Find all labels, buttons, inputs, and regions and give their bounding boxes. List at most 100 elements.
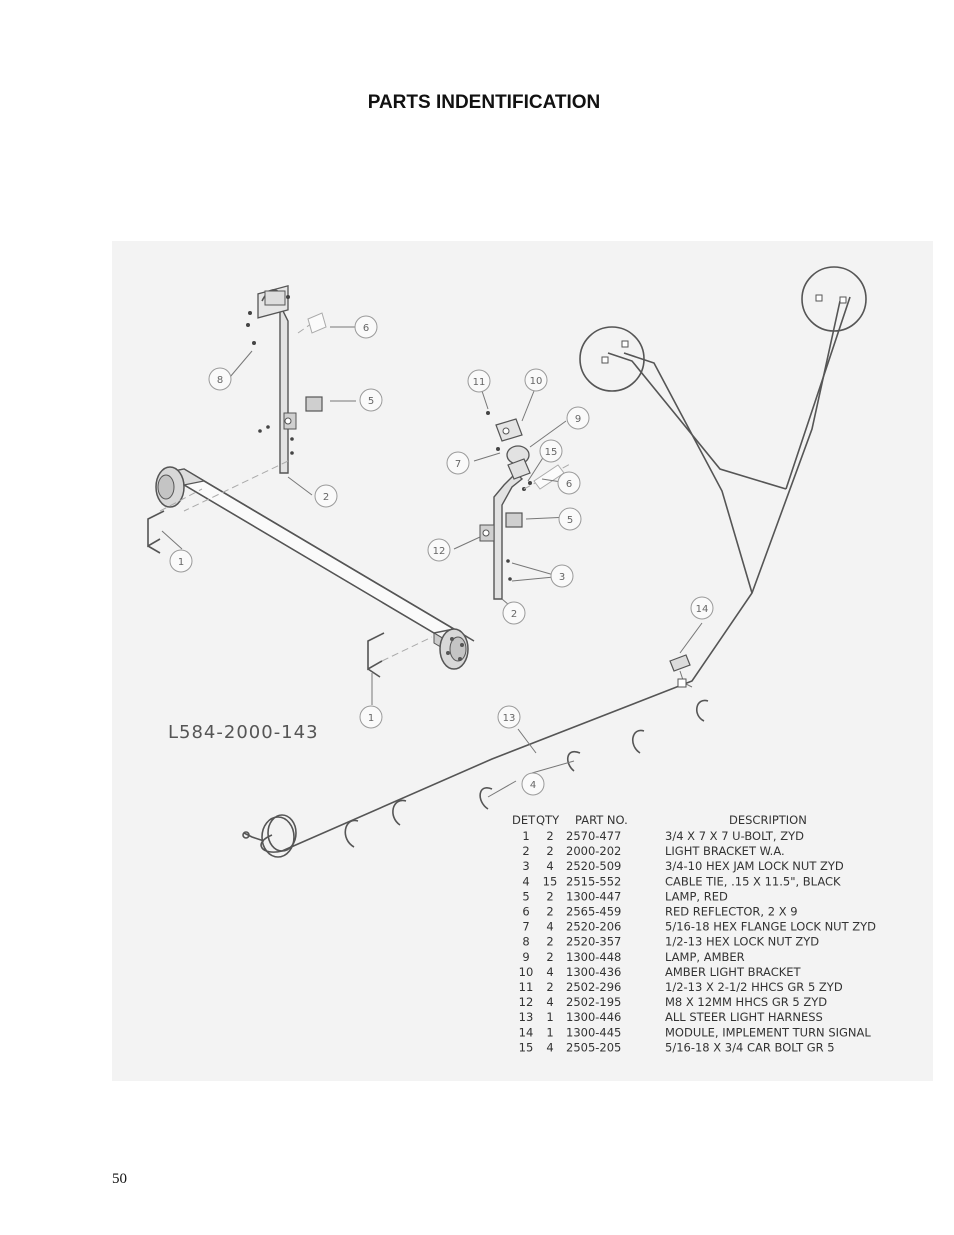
parts-diagram: 6 8 5 2 1 11 10 9 7 15 6 5 12 3 2 1 14 1… bbox=[112, 241, 933, 1081]
cell-desc: AMBER LIGHT BRACKET bbox=[665, 965, 802, 979]
svg-text:3: 3 bbox=[559, 572, 565, 583]
callout-bubble: 5 bbox=[359, 388, 383, 412]
cell-qty: 2 bbox=[546, 889, 553, 903]
cell-desc: 3/4 X 7 X 7 U-BOLT, ZYD bbox=[665, 829, 804, 843]
callout-bubble: 9 bbox=[566, 406, 590, 430]
svg-text:12: 12 bbox=[433, 546, 446, 557]
callout-bubble: 8 bbox=[208, 367, 232, 391]
u-bolt-right bbox=[367, 632, 433, 678]
cell-qty: 2 bbox=[546, 950, 553, 964]
cable-ties bbox=[344, 699, 709, 848]
callout-bubble: 7 bbox=[446, 451, 470, 475]
cell-part: 1300-436 bbox=[566, 965, 621, 979]
cell-desc: 1/2-13 HEX LOCK NUT ZYD bbox=[665, 935, 819, 949]
cell-qty: 2 bbox=[546, 980, 553, 994]
cell-desc: 1/2-13 X 2-1/2 HHCS GR 5 ZYD bbox=[665, 980, 843, 994]
callout-bubble: 11 bbox=[467, 369, 491, 393]
header-qty: QTY bbox=[536, 813, 560, 827]
cell-part: 2520-509 bbox=[566, 859, 621, 873]
svg-text:6: 6 bbox=[363, 323, 369, 334]
cell-part: 2502-195 bbox=[566, 995, 621, 1009]
callout-bubble: 12 bbox=[427, 538, 451, 562]
cell-part: 2565-459 bbox=[566, 905, 621, 919]
cell-det: 6 bbox=[522, 905, 529, 919]
drawing-number: L584-2000-143 bbox=[168, 722, 319, 743]
svg-text:6: 6 bbox=[566, 479, 572, 490]
cell-qty: 4 bbox=[546, 1040, 553, 1054]
cell-desc: 3/4-10 HEX JAM LOCK NUT ZYD bbox=[665, 859, 844, 873]
callout-bubble: 1 bbox=[169, 549, 193, 573]
cell-det: 7 bbox=[522, 920, 529, 934]
table-row: 8 2 2520-357 1/2-13 HEX LOCK NUT ZYD bbox=[522, 935, 819, 949]
cell-det: 1 bbox=[522, 829, 529, 843]
cell-det: 3 bbox=[522, 859, 529, 873]
cell-part: 1300-445 bbox=[566, 1025, 621, 1039]
cell-part: 2570-477 bbox=[566, 829, 621, 843]
cell-det: 8 bbox=[522, 935, 529, 949]
cell-part: 2515-552 bbox=[566, 874, 621, 888]
wiring-harness bbox=[242, 266, 867, 858]
cell-desc: CABLE TIE, .15 X 11.5", BLACK bbox=[665, 874, 841, 888]
cell-part: 1300-448 bbox=[566, 950, 621, 964]
table-row: 13 1 1300-446 ALL STEER LIGHT HARNESS bbox=[519, 1010, 823, 1024]
cell-qty: 2 bbox=[546, 935, 553, 949]
callout-bubble: 5 bbox=[558, 507, 582, 531]
cell-part: 1300-447 bbox=[566, 889, 621, 903]
page-number: 50 bbox=[112, 1171, 127, 1187]
cell-det: 14 bbox=[519, 1025, 534, 1039]
svg-text:13: 13 bbox=[503, 713, 516, 724]
svg-text:14: 14 bbox=[696, 604, 709, 615]
cell-desc: M8 X 12MM HHCS GR 5 ZYD bbox=[665, 995, 827, 1009]
cell-qty: 2 bbox=[546, 829, 553, 843]
cell-desc: LAMP, RED bbox=[665, 889, 728, 903]
svg-text:15: 15 bbox=[545, 447, 558, 458]
cell-part: 2520-357 bbox=[566, 935, 621, 949]
cell-qty: 4 bbox=[546, 965, 553, 979]
cell-part: 2000-202 bbox=[566, 844, 621, 858]
cell-det: 13 bbox=[519, 1010, 534, 1024]
light-bracket-left bbox=[183, 285, 327, 512]
cell-det: 9 bbox=[522, 950, 529, 964]
svg-text:10: 10 bbox=[530, 376, 543, 387]
svg-text:9: 9 bbox=[575, 414, 581, 425]
cell-desc: RED REFLECTOR, 2 X 9 bbox=[665, 905, 798, 919]
callout-bubble: 15 bbox=[539, 439, 563, 463]
svg-text:7: 7 bbox=[455, 459, 461, 470]
callout-bubbles: 6 8 5 2 1 11 10 9 7 15 6 5 12 3 2 1 14 1… bbox=[169, 315, 714, 796]
header-description: DESCRIPTION bbox=[729, 813, 807, 827]
svg-text:1: 1 bbox=[368, 713, 374, 724]
cell-qty: 2 bbox=[546, 844, 553, 858]
callout-bubble: 6 bbox=[557, 471, 581, 495]
cell-qty: 4 bbox=[546, 995, 553, 1009]
callout-bubble: 4 bbox=[521, 772, 545, 796]
svg-text:1: 1 bbox=[178, 557, 184, 568]
cell-qty: 4 bbox=[546, 920, 553, 934]
svg-text:2: 2 bbox=[323, 492, 329, 503]
svg-text:5: 5 bbox=[368, 396, 374, 407]
cell-desc: ALL STEER LIGHT HARNESS bbox=[665, 1010, 823, 1024]
callout-bubble: 2 bbox=[502, 601, 526, 625]
cell-qty: 2 bbox=[546, 905, 553, 919]
callout-bubble: 1 bbox=[359, 705, 383, 729]
cell-qty: 1 bbox=[546, 1010, 553, 1024]
header-det: DET bbox=[512, 813, 536, 827]
callout-bubble: 13 bbox=[497, 705, 521, 729]
cell-part: 1300-446 bbox=[566, 1010, 621, 1024]
cell-desc: 5/16-18 HEX FLANGE LOCK NUT ZYD bbox=[665, 920, 876, 934]
u-bolt-left bbox=[147, 488, 203, 554]
cell-qty: 1 bbox=[546, 1025, 553, 1039]
callout-bubble: 2 bbox=[314, 484, 338, 508]
cell-det: 5 bbox=[522, 889, 529, 903]
cell-desc: LIGHT BRACKET W.A. bbox=[665, 844, 785, 858]
svg-text:4: 4 bbox=[530, 780, 536, 791]
